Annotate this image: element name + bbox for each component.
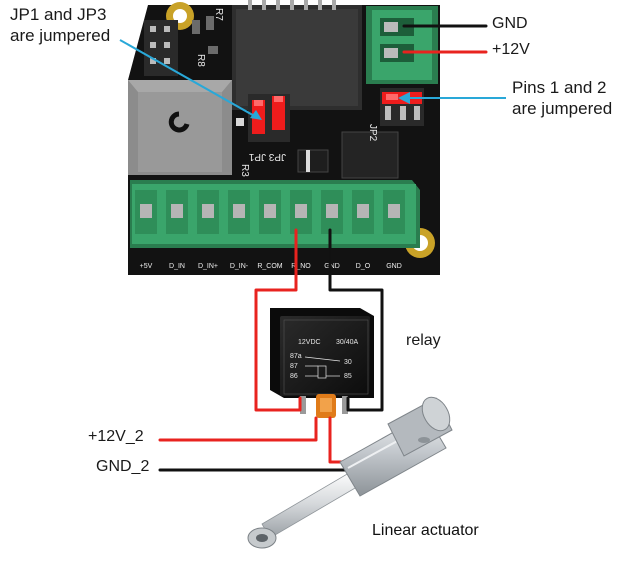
gnd-label: GND — [492, 15, 528, 32]
terminal-label: D_IN- — [230, 263, 249, 270]
relay-pin-86: 86 — [290, 373, 298, 380]
relay-rating-current: 30/40A — [336, 339, 359, 346]
relay-label: relay — [406, 332, 441, 349]
voltage-regulator — [128, 80, 232, 175]
pins-note-line-2: are jumpered — [512, 99, 613, 118]
plus12v-label: +12V — [492, 41, 530, 58]
relay-orange-tab — [316, 394, 336, 418]
wire-12v-2 — [158, 416, 318, 442]
relay-pin-30: 30 — [344, 359, 352, 366]
diode — [297, 149, 329, 173]
terminal-label: GND — [386, 263, 402, 270]
terminal-screw — [321, 190, 343, 234]
relay: 12VDC 30/40A 87a 87 86 30 85 — [270, 308, 374, 418]
terminal-label: GND — [324, 263, 340, 270]
terminal-screw — [259, 190, 281, 234]
pins-note-line-1: Pins 1 and 2 — [512, 78, 607, 97]
terminal-label: D_IN+ — [198, 263, 218, 270]
silk-r7: R7 — [213, 8, 224, 21]
terminal-screw — [197, 190, 219, 234]
plus12v-2-label: +12V_2 — [88, 428, 144, 445]
terminal-label: R_NO — [291, 263, 311, 270]
callout-arrows — [119, 39, 506, 120]
terminal-label: D_O — [356, 263, 371, 270]
terminal-strip — [130, 180, 420, 248]
wire-r-no — [254, 228, 302, 412]
terminal-screw — [383, 190, 405, 234]
main-ic — [232, 0, 362, 110]
terminal-screw — [290, 190, 312, 234]
silk-r3: R3 — [239, 164, 250, 177]
actuator-label: Linear actuator — [372, 522, 479, 539]
pin-header — [144, 20, 178, 76]
power-terminal-block — [366, 6, 438, 84]
gnd-2-label: GND_2 — [96, 458, 150, 475]
terminal-screw — [352, 190, 374, 234]
jp-note-line-1: JP1 and JP3 — [10, 5, 107, 24]
relay-pin-85: 85 — [344, 373, 352, 380]
silk-jp1: JP1 — [248, 151, 266, 162]
linear-actuator — [247, 396, 453, 549]
terminal-label: +5V — [140, 263, 153, 270]
terminal-screw — [228, 190, 250, 234]
jp-note-line-2: are jumpered — [10, 26, 111, 45]
jumper-header-jp2 — [380, 88, 424, 126]
actuator-rod-end — [247, 527, 277, 549]
relay-pin-87a: 87a — [290, 353, 302, 360]
small-ic — [341, 131, 399, 179]
wire-gnd-relay — [328, 228, 384, 412]
relay-pin-87: 87 — [290, 363, 298, 370]
arrow-jp1-jp3 — [119, 39, 259, 119]
terminal-screw — [166, 190, 188, 234]
terminal-label: D_IN — [169, 263, 185, 270]
relay-rating-voltage: 12VDC — [298, 339, 321, 346]
silk-jp2: JP2 — [367, 124, 378, 142]
silk-jp3: JP3 — [268, 151, 286, 162]
terminal-screw — [135, 190, 157, 234]
terminal-label: R_COM — [257, 263, 282, 270]
silk-r8: R8 — [195, 54, 206, 67]
